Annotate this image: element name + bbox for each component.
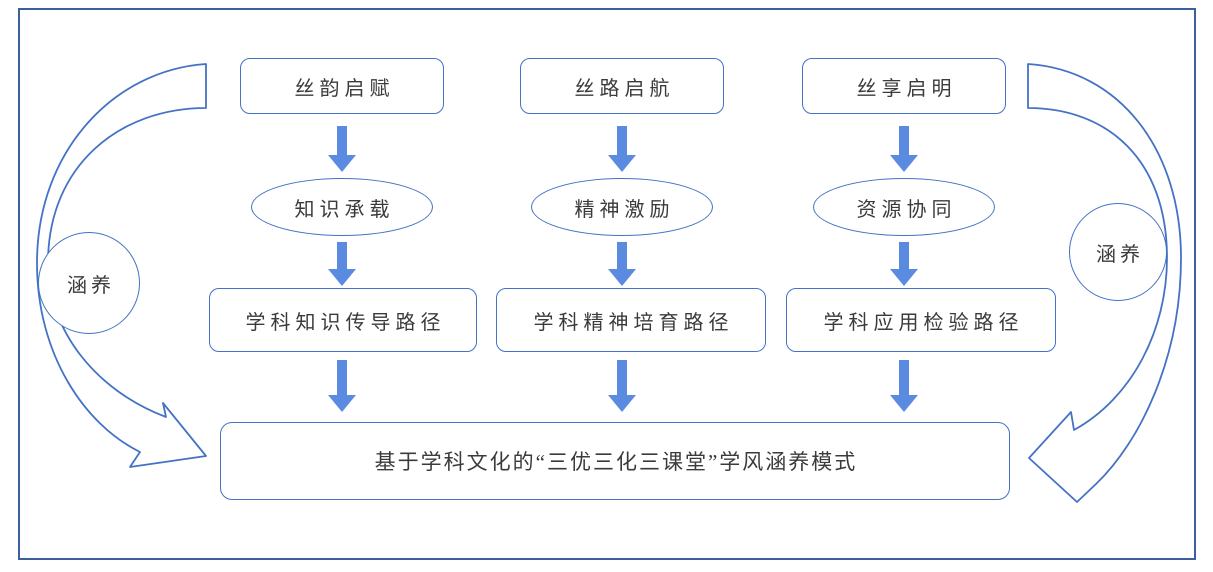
ellipse-1: 知识承载: [251, 178, 433, 236]
top-box-1-label: 丝韵启赋: [294, 77, 395, 100]
bottom-box-label: 基于学科文化的“三优三化三课堂”学风涵养模式: [374, 450, 858, 474]
bottom-box: 基于学科文化的“三优三化三课堂”学风涵养模式: [220, 422, 1010, 500]
path-box-1-label: 学科知识传导路径: [245, 311, 446, 334]
path-box-1: 学科知识传导路径: [209, 288, 477, 352]
path-box-2-label: 学科精神培育路径: [533, 311, 734, 334]
left-circle: 涵养: [38, 232, 140, 334]
right-circle: 涵养: [1069, 203, 1167, 301]
top-box-3-label: 丝享启明: [856, 77, 957, 100]
top-box-3: 丝享启明: [802, 58, 1006, 114]
ellipse-2-label: 精神激励: [574, 198, 675, 221]
ellipse-3-label: 资源协同: [856, 198, 957, 221]
top-box-2: 丝路启航: [520, 58, 724, 114]
path-box-3-label: 学科应用检验路径: [823, 311, 1024, 334]
path-box-3: 学科应用检验路径: [786, 288, 1056, 352]
outer-frame: [18, 8, 1196, 560]
top-box-2-label: 丝路启航: [574, 77, 675, 100]
left-circle-label: 涵养: [67, 274, 115, 297]
top-box-1: 丝韵启赋: [240, 58, 444, 114]
ellipse-1-label: 知识承载: [294, 198, 395, 221]
right-circle-label: 涵养: [1096, 243, 1144, 266]
path-box-2: 学科精神培育路径: [496, 288, 766, 352]
ellipse-2: 精神激励: [531, 178, 713, 236]
ellipse-3: 资源协同: [813, 178, 995, 236]
